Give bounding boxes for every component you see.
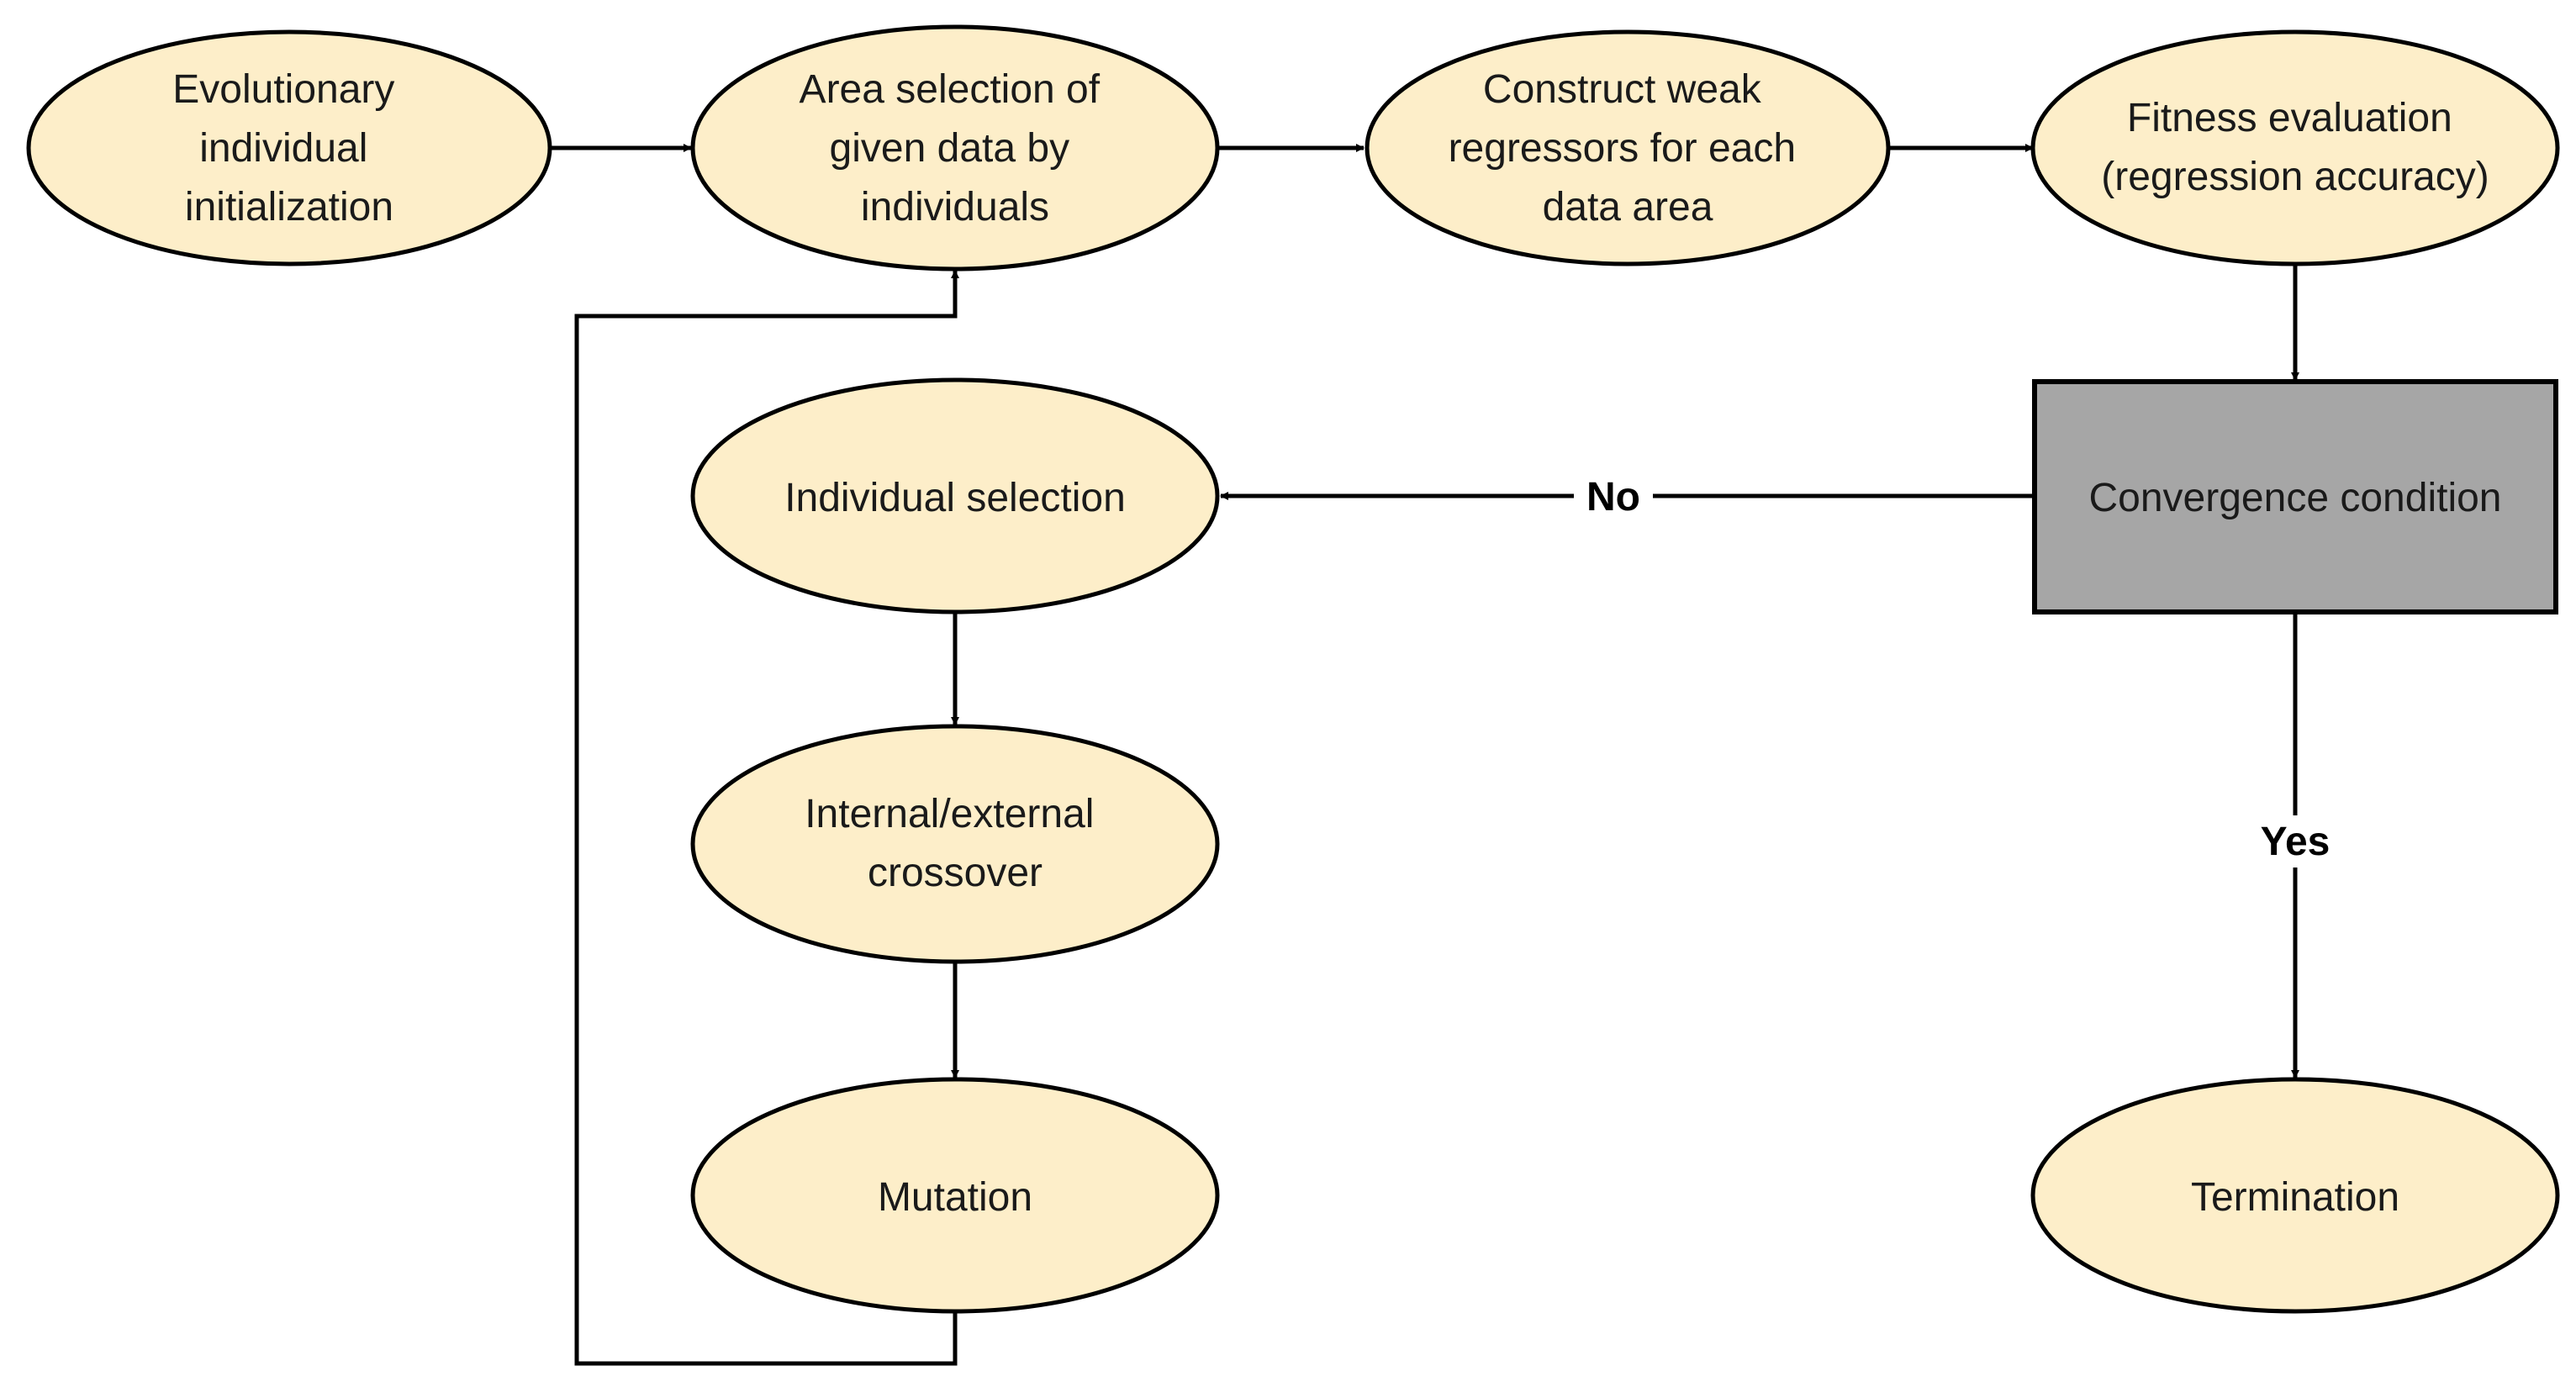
node-label-line: Mutation [878,1175,1032,1220]
node-label-line: initialization [185,185,393,229]
node-ellipse [690,724,1220,964]
node-individual-selection: Individual selection [690,377,1220,614]
node-label-line: Area selection of [800,67,1101,112]
node-label-line: Internal/external [805,792,1094,836]
node-label-line: crossover [868,851,1043,895]
node-internal-external-crossover: Internal/external crossover [690,724,1220,964]
node-termination: Termination [2030,1077,2560,1314]
node-rect [2032,379,2558,614]
node-label-line: Termination [2191,1175,2399,1220]
node-ellipse [690,377,1220,614]
node-ellipse [2030,29,2560,266]
node-label-line: individual [199,126,367,171]
node-label-line: data area [1543,185,1713,229]
node-label: Termination [2191,1175,2399,1220]
edge-label-no: No [1586,475,1640,519]
node-fitness-evaluation: Fitness evaluation (regression accuracy) [2030,29,2560,266]
node-label-line: Individual selection [784,476,1126,520]
node-ellipse [690,24,1220,272]
yes-label-background [2251,815,2339,868]
node-label-line: individuals [861,185,1049,229]
node-label: Construct weak regressors for each data … [1449,67,1808,229]
node-label: Mutation [878,1175,1032,1220]
node-evolutionary-individual-initialization: Evolutionary individual initialization [26,29,552,266]
node-construct-weak-regressors: Construct weak regressors for each data … [1365,29,1891,266]
node-mutation: Mutation [690,1077,1220,1314]
node-ellipse [2030,1077,2560,1314]
node-convergence-condition: Convergence condition [2032,379,2558,614]
node-area-selection: Area selection of given data by individu… [690,24,1220,272]
node-label: Area selection of given data by individu… [800,67,1111,229]
node-label: Fitness evaluation (regression accuracy) [2101,96,2489,199]
node-ellipse [26,29,552,266]
node-ellipse [690,1077,1220,1314]
node-label-line: Convergence condition [2089,476,2502,520]
node-ellipse [1365,29,1891,266]
node-label-line: Evolutionary [172,67,394,112]
node-label-line: Construct weak [1483,67,1762,112]
node-label-line: regressors for each [1449,126,1797,171]
no-label-background [1574,471,1653,521]
node-label: Convergence condition [2089,476,2502,520]
edge-label-yes: Yes [2261,820,2331,864]
node-label: Evolutionary individual initialization [172,67,405,229]
edge-mutation-loop-to-area [574,270,959,1366]
node-label-line: given data by [830,126,1070,171]
node-label-line: Fitness evaluation [2127,96,2452,140]
node-label-line: (regression accuracy) [2101,155,2489,199]
node-label: Individual selection [784,476,1126,520]
node-label: Internal/external crossover [805,792,1106,895]
